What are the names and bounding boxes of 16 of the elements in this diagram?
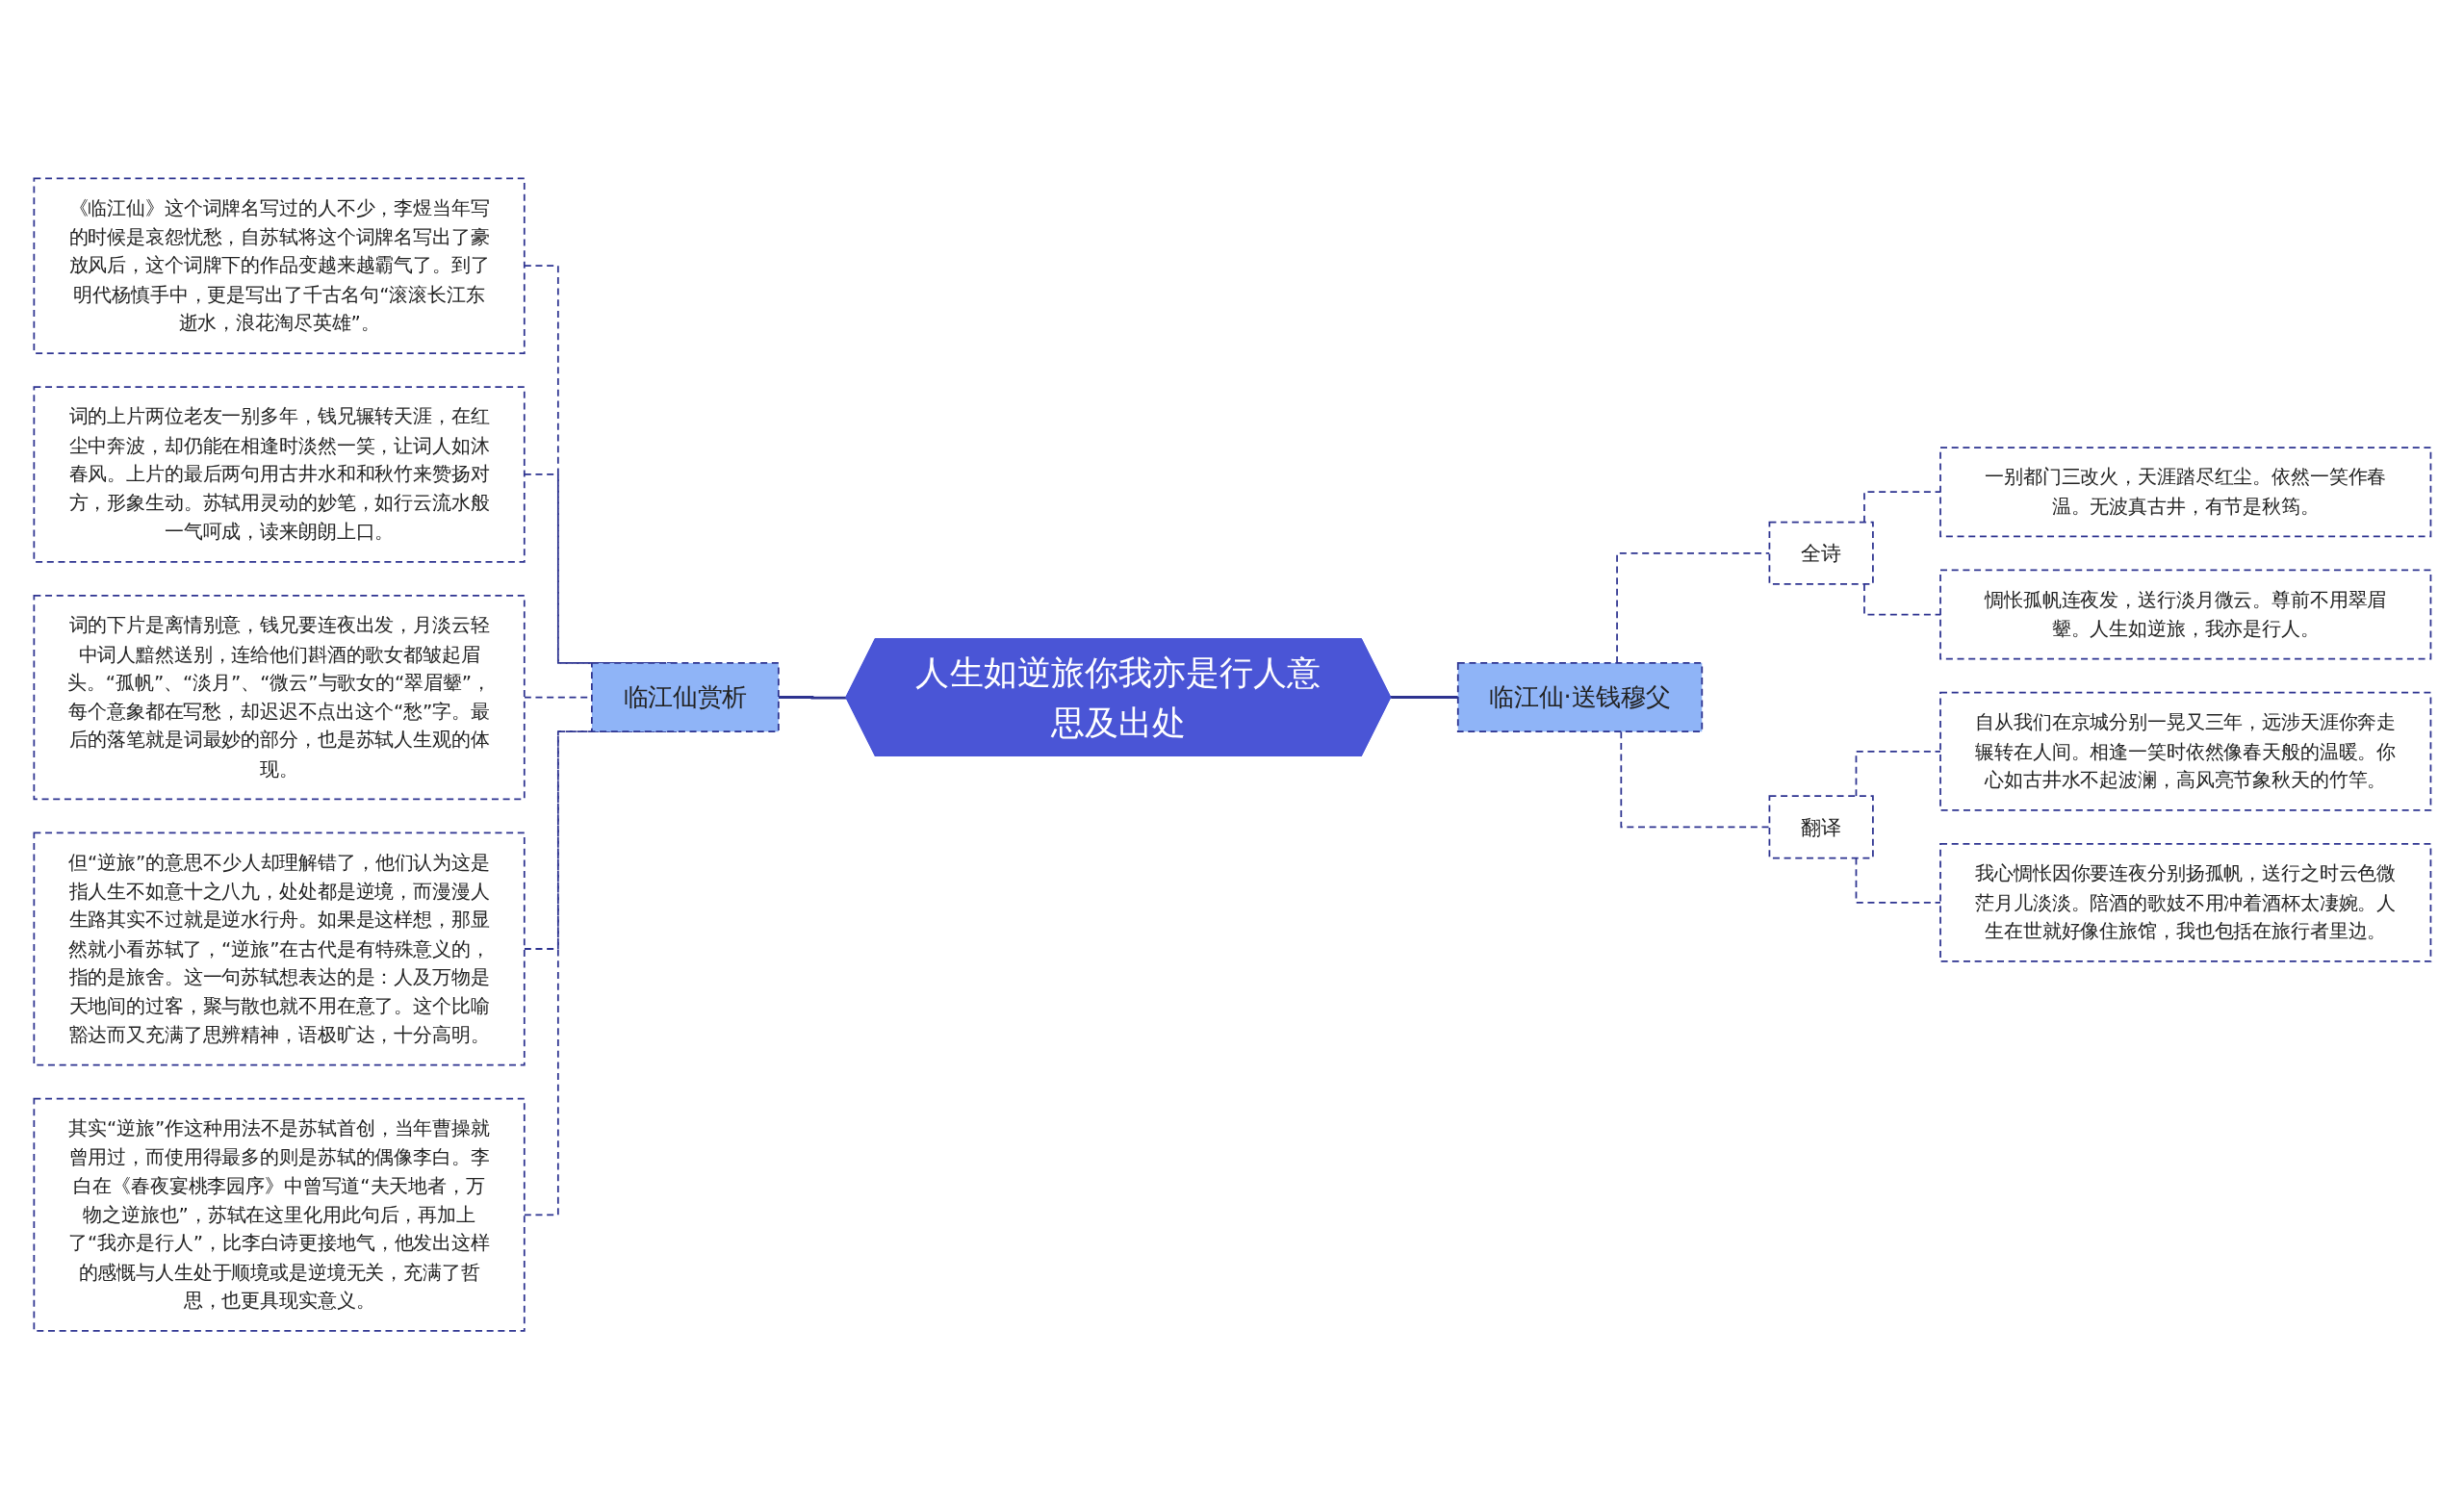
node-box: 其实“逆旅”作这种用法不是苏轼首创，当年曹操就曾用过，而使用得最多的则是苏轼的偶像李白。李白在《春夜宴桃李园序》中曾写道“夫天地者，万物之逆旅也”，苏轼在这里化用此句后，再加上了“我亦是行人”，比李白诗更接地气，他发出这样的感慨与人生处于顺境或是逆境无关，充满了哲思，也更具现实意义。	[33, 1098, 526, 1333]
node-box: 我心惆怅因你要连夜分别扬孤帆，送行之时云色微茫月儿淡淡。陪酒的歌妓不用冲着酒杯太凄婉。人生在世就好像住旅馆，我也包括在旅行者里边。	[1938, 843, 2431, 963]
node-box: 翻译	[1768, 795, 1874, 859]
connector	[1389, 696, 1458, 700]
node-box: 一别都门三改火，天涯踏尽红尘。依然一笑作春温。无波真古井，有节是秋筠。	[1938, 447, 2431, 538]
node-box: 惆怅孤帆连夜发，送行淡月微云。尊前不用翠眉颦。人生如逆旅，我亦是行人。	[1938, 569, 2431, 660]
node-box: 但“逆旅”的意思不少人却理解错了，他们认为这是指人生不如意十之八九，处处都是逆境，而漫漫人生路其实不过就是逆水行舟。如果是这样想，那显然就小看苏轼了，“逆旅”在古代是有特殊意义的，指的是旅舍。这一句苏轼想表达的是：人及万物是天地间的过客，聚与散也就不用在意了。这个比喻豁达而又充满了思辨精神，语极旷达，十分高明。	[33, 832, 526, 1066]
connector	[1620, 730, 1770, 829]
node-box: 词的下片是离情别意，钱兄要连夜出发，月淡云轻中词人黯然送别，连给他们斟酒的歌女都皱起眉头。“孤帆”、“淡月”、“微云”与歌女的“翠眉颦”，每个意象都在写愁，却迟迟不点出这个“愁”字。最后的落笔就是词最妙的部分，也是苏轼人生观的体现。	[33, 595, 526, 801]
node-box: 临江仙·送钱穆父	[1456, 662, 1703, 733]
node-box: 临江仙赏析	[590, 662, 780, 733]
node-box: 全诗	[1768, 522, 1874, 586]
connector	[1615, 552, 1770, 665]
node-box: 自从我们在京城分别一晃又三年，远涉天涯你奔走辗转在人间。相逢一笑时依然像春天般的温暖。你心如古井水不起波澜，高风亮节象秋天的竹竿。	[1938, 692, 2431, 812]
node-box: 《临江仙》这个词牌名写过的人不少，李煜当年写的时候是哀怨忧愁，自苏轼将这个词牌名写出了豪放风后，这个词牌下的作品变越来越霸气了。到了明代杨慎手中，更是写出了千古名句“滚滚长江东逝水，浪花淘尽英雄”。	[33, 177, 526, 355]
node-box: 词的上片两位老友一别多年，钱兄辗转天涯，在红尘中奔波，却仍能在相逢时淡然一笑，让词人如沐春风。上片的最后两句用古井水和和秋竹来赞扬对方，形象生动。苏轼用灵动的妙笔，如行云流水般一气呵成，读来朗朗上口。	[33, 386, 526, 563]
